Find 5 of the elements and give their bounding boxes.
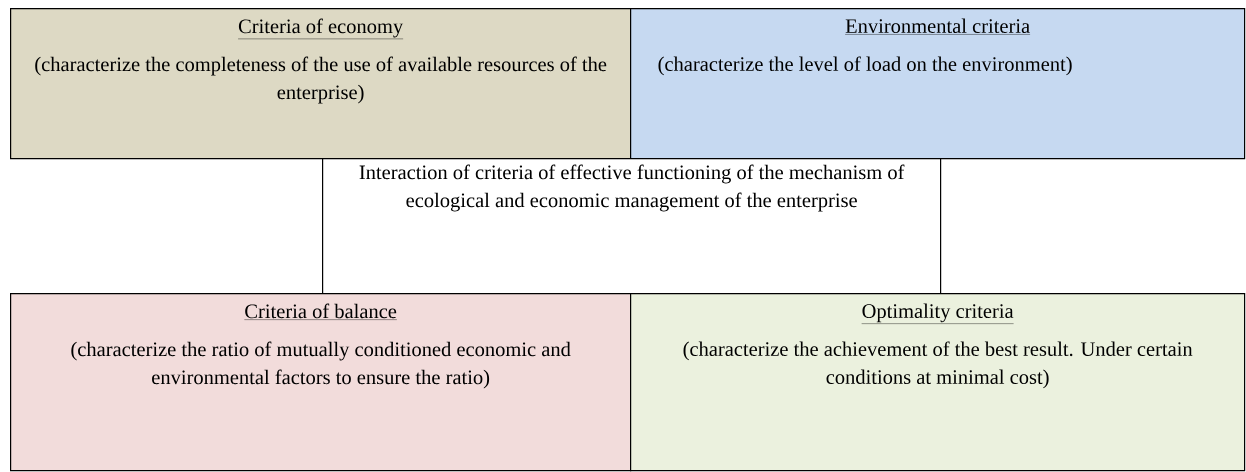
criteria-box: Environmental criteria (characterize the level of load on the environment) (630, 8, 1246, 160)
criteria-box: Criteria of economy (characterize the completeness of the use of available resources of the enterprise) (10, 8, 632, 160)
central-box: Interaction of criteria of effective functioning of the mechanism of ecological and economic management of the enterprise (322, 158, 942, 295)
criteria-box: Criteria of balance (characterize the ratio of mutually conditioned economic and environmental factors to ensure the ratio) (10, 293, 632, 472)
criteria-box: Optimality criteria (characterize the achievement of the best result. Under certain conditions at minimal cost) (630, 293, 1246, 472)
